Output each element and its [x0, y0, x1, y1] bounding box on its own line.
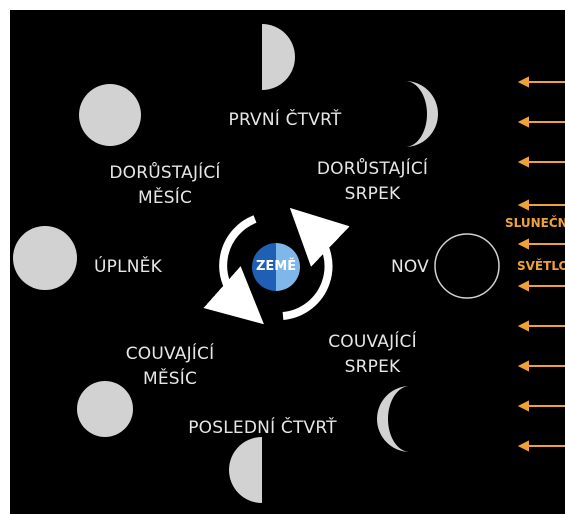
label-last-quarter: POSLEDNÍ ČTVRŤ [188, 418, 337, 438]
earth-day-half [276, 243, 300, 291]
earth-label: ZEMĚ [256, 259, 297, 274]
sunlight-arrows [517, 76, 565, 452]
moon-last-quarter [229, 437, 262, 503]
moon-waning-gibbous [77, 381, 133, 437]
moon-new [434, 233, 500, 299]
label-waxing-crescent: DORŮSTAJÍCÍ SRPEK [295, 157, 450, 207]
label-new: NOV [390, 257, 430, 277]
sunlight-label-line1: SLUNEČN [505, 216, 565, 230]
label-waxing-gibbous: DORŮSTAJÍCÍ MĚSÍC [85, 161, 245, 211]
label-waxing-crescent-line1: DORŮSTAJÍCÍ [316, 159, 429, 179]
label-first-quarter: PRVNÍ ČTVRŤ [228, 110, 342, 130]
label-waning-crescent: COUVAJÍCÍ SRPEK [300, 330, 445, 380]
label-waxing-gibbous-line2: MĚSÍC [137, 188, 193, 208]
sunlight-label-line2: SVĚTLO [517, 259, 565, 273]
earth-night-half [252, 243, 276, 291]
rotation-arrow-left [203, 215, 264, 325]
moon-waxing-gibbous [79, 84, 141, 146]
moon-first-quarter [262, 24, 295, 90]
label-waning-crescent-line1: COUVAJÍCÍ [328, 332, 417, 352]
moon-waning-crescent [377, 386, 410, 452]
label-waning-gibbous-line2: MĚSÍC [142, 369, 198, 389]
label-waning-gibbous: COUVAJÍCÍ MĚSÍC [85, 342, 255, 392]
label-full: ÚPLNĚK [94, 257, 162, 277]
rotation-arrow-right [282, 207, 350, 320]
moon-waxing-crescent [405, 81, 438, 147]
label-waning-crescent-line2: SRPEK [344, 357, 401, 377]
label-waxing-crescent-line2: SRPEK [344, 184, 401, 204]
label-waxing-gibbous-line1: DORŮSTAJÍCÍ [109, 163, 221, 183]
label-waning-gibbous-line1: COUVAJÍCÍ [125, 344, 215, 364]
moon-full [13, 226, 77, 290]
